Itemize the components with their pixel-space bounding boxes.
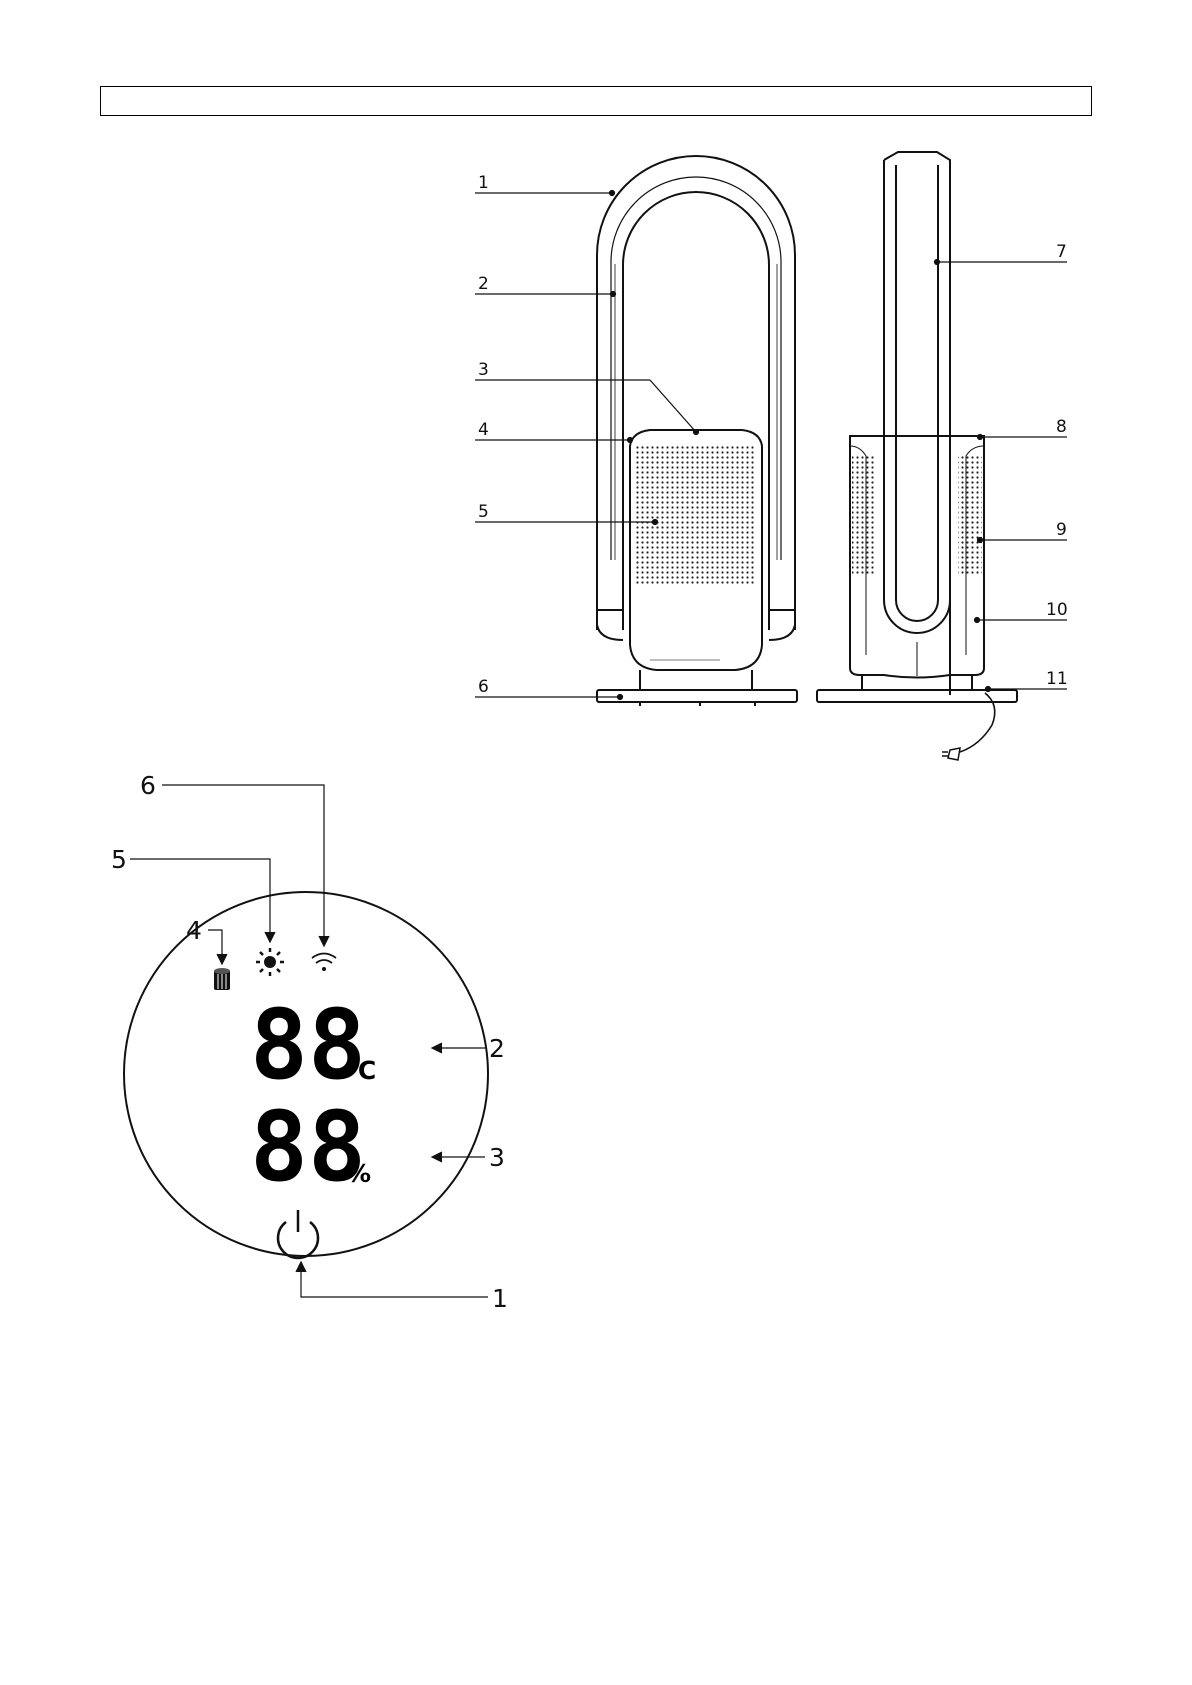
callout-11: 11 (1046, 669, 1068, 689)
callout-5: 5 (478, 502, 489, 522)
temperature-unit: ℃ (346, 1056, 376, 1085)
panel-callout-3: 3 (489, 1143, 505, 1172)
front-grille (636, 445, 756, 585)
side-grille-right (958, 456, 982, 576)
panel-callout-2: 2 (489, 1034, 505, 1063)
device-leader-lines (475, 191, 1067, 700)
callout-6: 6 (478, 677, 489, 697)
power-icon (278, 1210, 318, 1258)
front-base (597, 690, 797, 702)
panel-callout-6: 6 (140, 771, 156, 800)
side-tower (884, 152, 950, 695)
callout-4: 4 (478, 420, 489, 440)
panel-callout-5: 5 (111, 845, 127, 874)
humidity-unit: % (346, 1159, 371, 1188)
callout-2: 2 (478, 274, 489, 294)
control-panel: 88 ℃ 88 % (124, 892, 488, 1258)
filter-icon (214, 968, 230, 990)
callout-9: 9 (1056, 520, 1067, 540)
callout-1: 1 (478, 173, 489, 193)
callout-8: 8 (1056, 417, 1067, 437)
panel-callout-4: 4 (186, 916, 202, 945)
plug (942, 748, 960, 760)
wifi-icon (312, 954, 336, 972)
callout-3: 3 (478, 360, 489, 380)
callout-10: 10 (1046, 600, 1068, 620)
uv-light-icon (256, 948, 284, 976)
side-grille-left (852, 456, 876, 576)
panel-callout-1: 1 (492, 1284, 508, 1313)
callout-7: 7 (1056, 242, 1067, 262)
side-view (817, 152, 1017, 760)
